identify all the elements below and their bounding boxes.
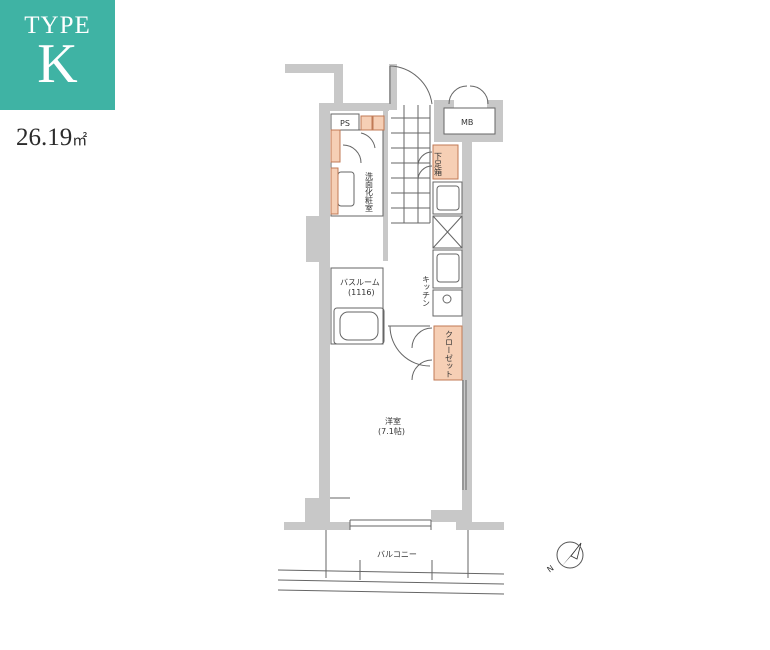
- geta-box: [432, 144, 459, 180]
- room-size-label: (7.1帖): [378, 426, 405, 436]
- walls: [284, 64, 504, 530]
- room-label: 洋室: [385, 416, 401, 426]
- north-arrow-icon: N: [545, 541, 584, 575]
- type-word: TYPE: [24, 12, 91, 39]
- type-badge: TYPE K: [0, 0, 115, 110]
- geta-label: 下足箱: [434, 152, 443, 177]
- interior-lines: [277, 65, 505, 595]
- kitchen-label: キッチン: [422, 275, 431, 307]
- area-value: 26.19: [16, 124, 73, 151]
- closet-label: クローゼット: [445, 330, 454, 378]
- north-label: N: [545, 564, 555, 575]
- balcony-label: バルコニー: [377, 550, 417, 559]
- type-letter: K: [37, 33, 78, 95]
- bathroom-label: バスルーム: [340, 278, 380, 287]
- washroom-label: 洗面化粧室: [365, 171, 374, 212]
- mb-label: MB: [461, 118, 473, 127]
- storage-units: [330, 115, 463, 381]
- ps-label: PS: [340, 119, 350, 128]
- floor-area: 26.19㎡: [16, 124, 87, 152]
- bathroom-size-label: (1116): [348, 288, 375, 297]
- area-unit: ㎡: [72, 133, 88, 149]
- closet-box: [433, 325, 463, 381]
